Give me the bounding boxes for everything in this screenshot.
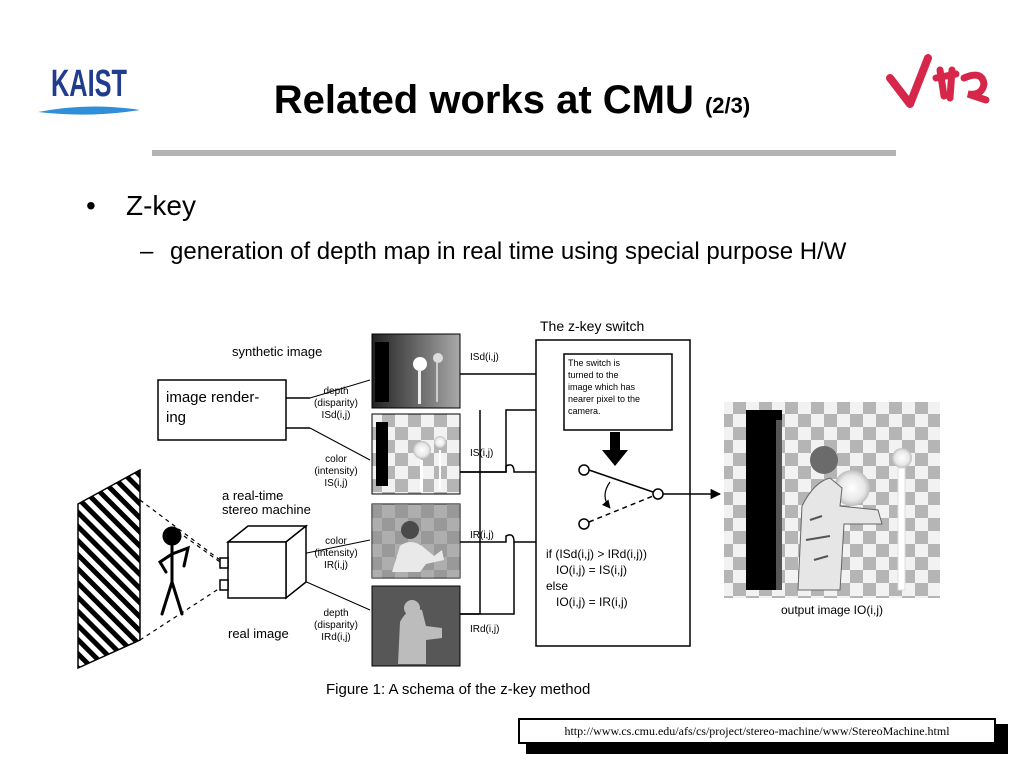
- image-rendering-box: [157, 379, 287, 441]
- note-4: nearer pixel to the: [568, 394, 640, 404]
- real-depth-image: [371, 585, 461, 667]
- slide-title: Related works at CMU (2/3): [0, 74, 1024, 132]
- signal-ir: IR(i,j): [470, 530, 494, 541]
- switch-arrow: [602, 432, 628, 466]
- output-image-label: output image IO(i,j): [781, 603, 883, 617]
- signal-ird: IRd(i,j): [470, 624, 499, 635]
- kaist-logo: KAIST: [38, 63, 140, 115]
- switch-note-box: [563, 353, 673, 431]
- sub-bullet-item: generation of depth map in real time usi…: [170, 238, 847, 265]
- depth-real-1: depth: [323, 608, 348, 619]
- stick-figure: [157, 526, 191, 616]
- synthetic-color-image: [371, 413, 461, 495]
- signal-is: IS(i,j): [470, 448, 493, 459]
- kaist-logo-text: KAIST: [51, 63, 127, 105]
- cond-2: IO(i,j) = IS(i,j): [556, 563, 627, 577]
- bullet-marker: •: [86, 190, 96, 221]
- color-syn-1: color: [325, 454, 347, 465]
- signal-isd: ISd(i,j): [470, 352, 499, 363]
- note-5: camera.: [568, 406, 601, 416]
- synthetic-depth-image: [371, 333, 461, 409]
- z-key-schema-figure: The z-key switch synthetic image image r…: [77, 318, 940, 698]
- title-suffix: (2/3): [704, 93, 751, 118]
- cond-3: else: [546, 579, 568, 593]
- note-2: turned to the: [568, 370, 619, 380]
- note-3: image which has: [568, 382, 636, 392]
- kaist-logo-swoosh: [38, 106, 140, 115]
- color-syn-3: IS(i,j): [324, 478, 347, 489]
- figure-caption: Figure 1: A schema of the z-key method: [326, 681, 590, 698]
- title-divider: [152, 150, 896, 156]
- cond-1: if (ISd(i,j) > IRd(i,j)): [546, 547, 647, 561]
- stereo-machine-cube: [219, 524, 309, 600]
- synthetic-image-label: synthetic image: [232, 344, 322, 359]
- color-real-2: (intensity): [314, 548, 357, 559]
- lab-logo: [886, 54, 990, 108]
- depth-real-2: (disparity): [314, 620, 358, 631]
- color-real-1: color: [325, 536, 347, 547]
- depth-syn-3: ISd(i,j): [322, 410, 351, 421]
- color-real-3: IR(i,j): [324, 560, 348, 571]
- note-1: The switch is: [568, 358, 621, 368]
- realtime-label-2: stereo machine: [222, 502, 311, 517]
- switch-title: The z-key switch: [540, 318, 644, 334]
- output-image: [724, 402, 940, 598]
- render-label-1: image render-: [166, 389, 259, 406]
- color-syn-2: (intensity): [314, 466, 357, 477]
- realtime-label-1: a real-time: [222, 488, 283, 503]
- bullet-item: Z-key: [126, 190, 196, 221]
- striped-wall: [77, 468, 141, 670]
- title-main: Related works at CMU: [273, 78, 694, 122]
- depth-real-3: IRd(i,j): [321, 632, 350, 643]
- sub-bullet-marker: –: [140, 238, 154, 265]
- cond-4: IO(i,j) = IR(i,j): [556, 595, 628, 609]
- depth-syn-1: depth: [323, 386, 348, 397]
- depth-syn-2: (disparity): [314, 398, 358, 409]
- real-color-image: [371, 503, 461, 579]
- source-url[interactable]: http://www.cs.cmu.edu/afs/cs/project/ste…: [518, 718, 996, 744]
- real-image-label: real image: [228, 626, 289, 641]
- render-label-2: ing: [166, 409, 186, 426]
